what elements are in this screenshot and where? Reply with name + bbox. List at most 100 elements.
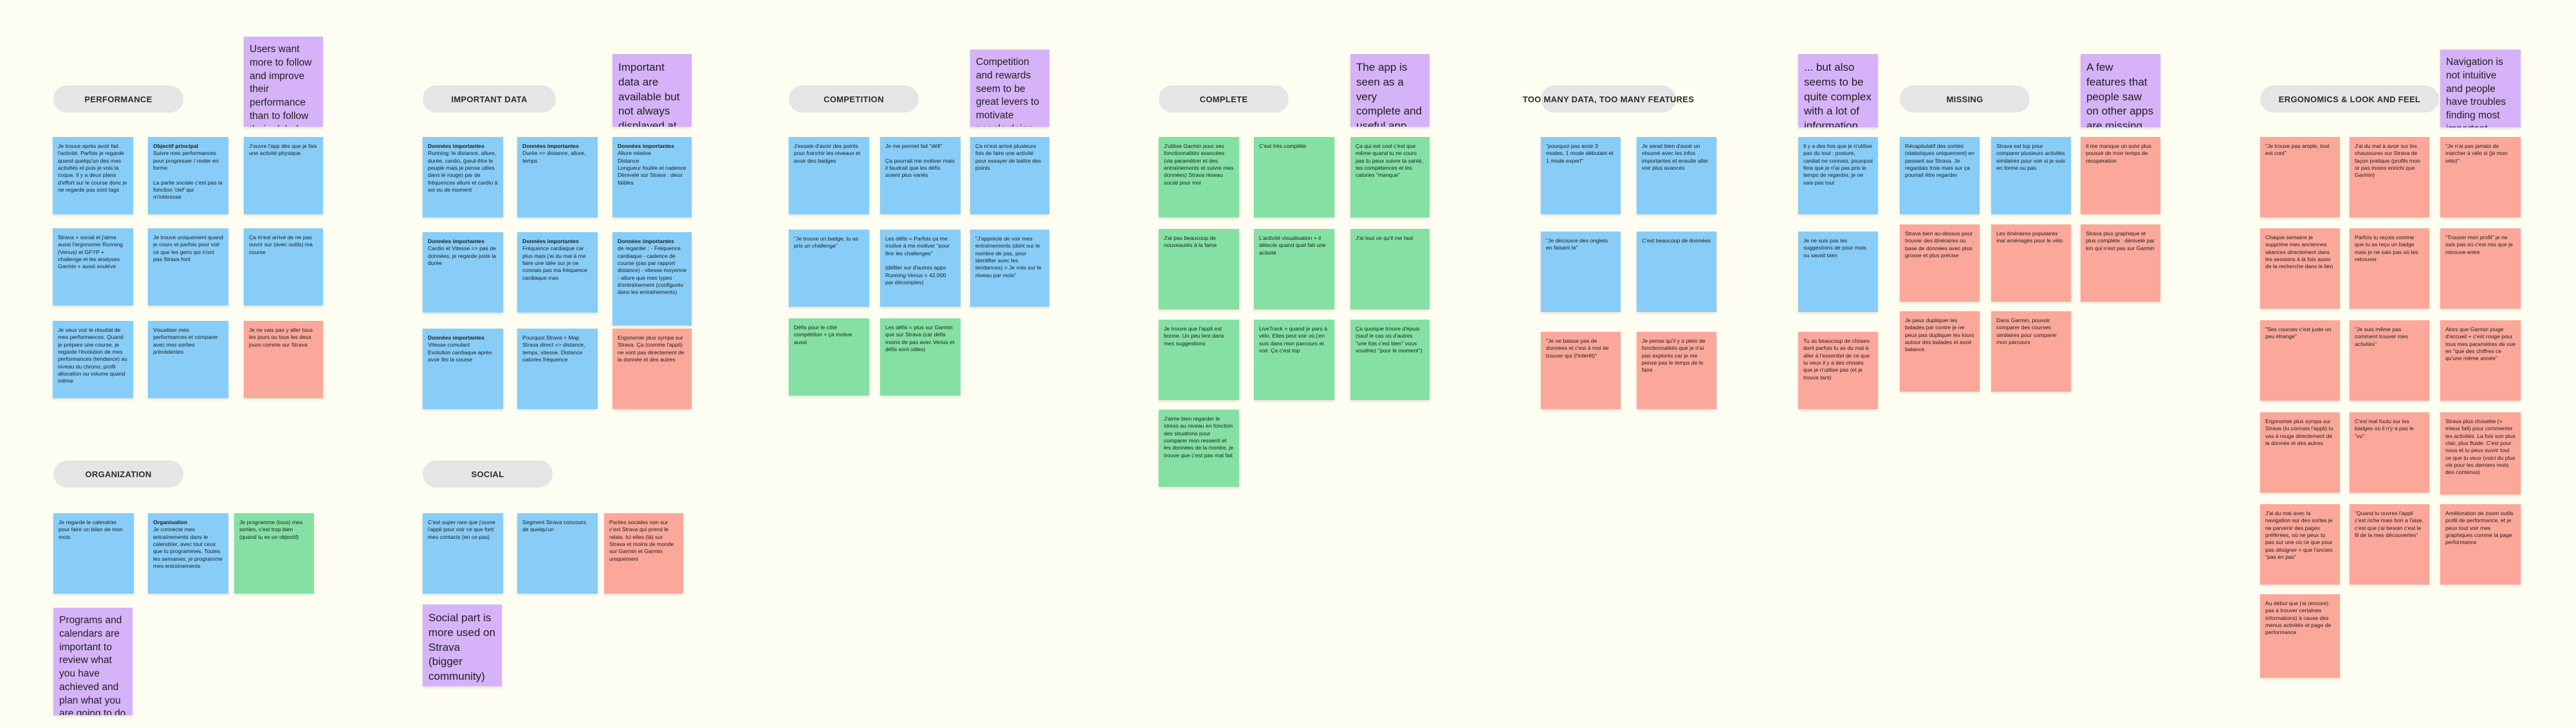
sticky-note-blue[interactable]: Visualiser mes performances et comparer …: [148, 321, 228, 398]
sticky-note-blue[interactable]: Récapitulatif des sorties (statistiques …: [1900, 137, 1980, 214]
sticky-note-salmon[interactable]: "Je trouve pas ample, tout est cool": [2260, 137, 2340, 217]
sticky-note-salmon[interactable]: Alors que Garmin jouge d'accueil + c'est…: [2440, 320, 2521, 401]
cluster-label-ergonomics[interactable]: ERGONOMICS & LOOK AND FEEL: [2260, 86, 2439, 113]
sticky-note-blue[interactable]: "J'apprécie de voir mes entraînements (d…: [970, 230, 1049, 307]
cluster-label-too-many-data[interactable]: TOO MANY DATA, TOO MANY FEATURES: [1523, 86, 1694, 113]
sticky-note-salmon[interactable]: Amélioration de zoom outils profil de pe…: [2440, 504, 2521, 585]
cluster-label-performance[interactable]: PERFORMANCE: [53, 86, 183, 113]
sticky-note-text: Je ne vais pas y aller tous les jours ou…: [249, 327, 313, 348]
sticky-note-blue[interactable]: Je trouve après avoir fait l'activité. P…: [53, 137, 133, 214]
sticky-note-salmon[interactable]: Strava plus chouette (+ mieux fait) pour…: [2440, 412, 2521, 495]
sticky-note-salmon[interactable]: Les itinéraires populaires mal aménagés …: [1991, 224, 2071, 302]
sticky-note-text: Dans Garmin, pouvoir comparer des course…: [1996, 317, 2057, 346]
sticky-note-text: J'aime bien regarder le stress au niveau…: [1164, 415, 1233, 459]
sticky-note-blue[interactable]: J'ouvre l'app dès que je fais une activi…: [244, 137, 323, 214]
cluster-label-missing[interactable]: MISSING: [1900, 86, 2030, 113]
sticky-note-blue[interactable]: Je me permet fait "défi" Ça pourrait me …: [880, 137, 961, 214]
sticky-note-salmon[interactable]: Je pense qu'il y a plein de fonctionnali…: [1637, 332, 1716, 409]
sticky-note-blue[interactable]: Les défis = Parfois ça me motive à me mo…: [880, 230, 961, 307]
cluster-label-competition[interactable]: COMPETITION: [789, 86, 919, 113]
insight-note-performance[interactable]: Users want more to follow and improve th…: [244, 37, 323, 127]
sticky-note-salmon[interactable]: "Je n'ai pas jamais de marcher à vélo si…: [2440, 137, 2521, 217]
sticky-note-blue[interactable]: Je ne suis pas les suggestions de pour m…: [1798, 232, 1878, 312]
sticky-note-green[interactable]: Ça quoique trouve d'épuis (sauf le cas o…: [1350, 320, 1430, 400]
sticky-note-salmon[interactable]: Au début que j'ai (encore) pas à trouver…: [2260, 594, 2340, 678]
sticky-note-salmon[interactable]: "Ses courses c'est juste un peu étrange": [2260, 320, 2340, 401]
sticky-note-blue[interactable]: C'est beaucoup de données: [1637, 232, 1716, 312]
sticky-note-blue[interactable]: Je serait bien d'avoir un résumé avec le…: [1637, 137, 1716, 214]
insight-note-organization[interactable]: Programs and calendars are important to …: [53, 608, 133, 715]
sticky-note-salmon[interactable]: Tu as beaucoup de choses dont parfois tu…: [1798, 332, 1878, 409]
sticky-note-blue[interactable]: Ça m'est arrivé de ne pas ouvrir sur (av…: [244, 228, 323, 305]
sticky-note-blue[interactable]: Pourquoi Strava > Map Strava direct => d…: [517, 329, 598, 409]
sticky-note-salmon[interactable]: Strava plus graphique et plus complète :…: [2081, 224, 2160, 302]
sticky-note-salmon[interactable]: J'ai du mal à avoir sur les chaussures s…: [2350, 137, 2429, 217]
cluster-label-organization[interactable]: ORGANIZATION: [53, 460, 183, 487]
sticky-note-blue[interactable]: Strava + social et j'aime aussi l'ergono…: [53, 228, 133, 305]
sticky-note-salmon[interactable]: "Quand tu ouvres l'appli c'est riche mai…: [2350, 504, 2429, 585]
insight-note-too-many-data[interactable]: ... but also seems to be quite complex w…: [1798, 54, 1878, 127]
sticky-note-salmon[interactable]: Dans Garmin, pouvoir comparer des course…: [1991, 311, 2071, 392]
insight-note-ergonomics[interactable]: Navigation is not intuitive and people h…: [2440, 50, 2521, 127]
sticky-note-salmon[interactable]: "Je ne baisse pas de données et c'est à …: [1541, 332, 1621, 409]
sticky-note-salmon[interactable]: Parties sociales non sur c'est Strava qu…: [604, 513, 683, 594]
sticky-note-blue[interactable]: Strava est top pour comparer plusieurs a…: [1991, 137, 2071, 214]
sticky-note-salmon[interactable]: "Trouver mon profil" je ne sais pas où c…: [2440, 228, 2521, 309]
sticky-note-green[interactable]: LiveTrack = quand je pars à vélo. Elles …: [1254, 320, 1334, 400]
insight-note-important-data[interactable]: Important data are available but not alw…: [612, 54, 692, 127]
sticky-note-salmon[interactable]: Ergonomie plus sympa sur Strava (tu conn…: [2260, 412, 2340, 493]
sticky-note-green[interactable]: J'ai tout ce qu'il me faut: [1350, 229, 1430, 309]
sticky-note-salmon[interactable]: Ergonomie plus sympa sur Strava. Ça (com…: [612, 329, 692, 409]
cluster-label-social[interactable]: SOCIAL: [423, 460, 553, 487]
sticky-note-green[interactable]: J'aime bien regarder le stress au niveau…: [1159, 410, 1239, 487]
sticky-note-blue[interactable]: Ça m'est arrivé plusieurs fois de faire …: [970, 137, 1049, 214]
sticky-note-salmon[interactable]: Strava bien au-dessus pour trouver des i…: [1900, 224, 1980, 302]
sticky-note-blue[interactable]: "pourquoi pas avoir 3 modes, 1 mode débu…: [1541, 137, 1621, 214]
insight-note-competition[interactable]: Competition and rewards seem to be great…: [970, 50, 1049, 127]
sticky-note-text: Cardio et Vitesse => pas de données, je …: [428, 245, 497, 267]
sticky-note-blue[interactable]: C'est super rare que j'ouvre l'appli pou…: [423, 513, 503, 594]
sticky-note-blue[interactable]: Il y a des fois que je n'utilise pas du …: [1798, 137, 1878, 214]
sticky-note-blue[interactable]: "Je trouve un badge, tu as pris un chall…: [789, 230, 869, 307]
sticky-note-salmon[interactable]: Il me manque un suivi plus poussé de mon…: [2081, 137, 2160, 214]
sticky-note-text: J'ai pas beaucoup de nouveautés à la fam…: [1164, 235, 1217, 249]
sticky-note-green[interactable]: Défis pour le côté compétition + ça moti…: [789, 318, 869, 396]
insight-note-missing[interactable]: A few features that people saw on other …: [2081, 54, 2160, 127]
insight-note-social[interactable]: Social part is more used on Strava (bigg…: [423, 605, 502, 686]
sticky-note-green[interactable]: Je programme (tous) mes sorties, c'est t…: [234, 513, 314, 594]
sticky-note-salmon[interactable]: C'est mal foutu sur les badges où il n'y…: [2350, 412, 2429, 493]
cluster-label-complete[interactable]: COMPLETE: [1159, 86, 1289, 113]
sticky-note-green[interactable]: C'est très complète: [1254, 137, 1334, 217]
sticky-note-blue[interactable]: Je veux voir le résultat de mes performa…: [53, 321, 133, 398]
sticky-note-salmon[interactable]: J'ai du mal avec la navigation sur des s…: [2260, 504, 2340, 585]
sticky-note-salmon[interactable]: Je ne vais pas y aller tous les jours ou…: [244, 321, 323, 398]
sticky-note-salmon[interactable]: "Je suis même pas comment trouver mes ac…: [2350, 320, 2429, 401]
sticky-note-blue[interactable]: "Je découvre des onglets en faisant la": [1541, 232, 1621, 312]
sticky-note-green[interactable]: J'ai pas beaucoup de nouveautés à la fam…: [1159, 229, 1239, 309]
sticky-note-salmon[interactable]: Je peux dupliquer les balades par contre…: [1900, 311, 1980, 392]
sticky-note-blue[interactable]: Segment Strava concours de quelqu'un: [517, 513, 598, 594]
insight-note-complete[interactable]: The app is seen as a very complete and u…: [1350, 54, 1430, 127]
sticky-note-salmon[interactable]: Chaque semaine je supprime mes anciennes…: [2260, 228, 2340, 309]
sticky-note-green[interactable]: Ça qui est cool c'est que même quand tu …: [1350, 137, 1430, 217]
sticky-note-green[interactable]: J'utilise Garmin pour ses fonctionnalité…: [1159, 137, 1239, 217]
cluster-label-important-data[interactable]: IMPORTANT DATA: [423, 86, 556, 113]
sticky-note-salmon[interactable]: Parfois tu reçois comme que tu as reçu u…: [2350, 228, 2429, 309]
sticky-note-green[interactable]: Les défis = plus sur Garmin que sur Stra…: [880, 318, 961, 396]
sticky-note-blue[interactable]: Je trouve uniquement quand je cours et p…: [148, 228, 228, 305]
sticky-note-green[interactable]: Je trouve que l'appli est bonne. Un peu …: [1159, 320, 1239, 400]
sticky-note-text: Je ne suis pas les suggestions de pour m…: [1803, 237, 1866, 259]
sticky-note-blue[interactable]: J'essaie d'avoir des points pour franchi…: [789, 137, 869, 214]
sticky-note-green[interactable]: L'activité visualisation + il détecte qu…: [1254, 229, 1334, 309]
sticky-note-blue[interactable]: Je regarde le calendrier pour faire un b…: [53, 513, 134, 594]
